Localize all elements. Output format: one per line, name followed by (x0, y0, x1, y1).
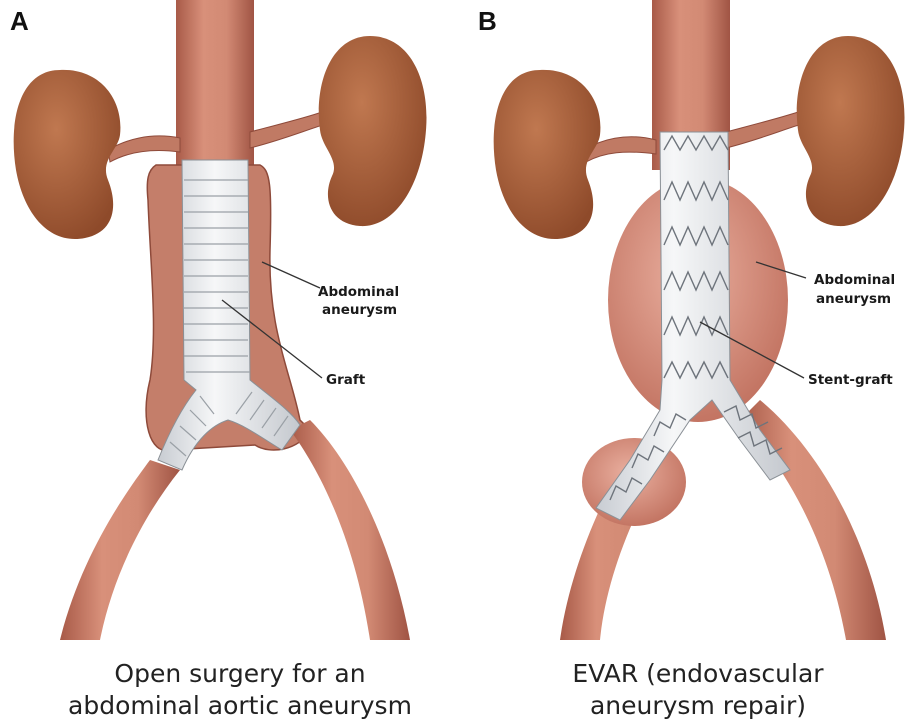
iliac-artery-right (290, 420, 410, 640)
label-b-stent-graft: Stent-graft (808, 372, 893, 388)
aorta-upper (176, 0, 254, 170)
label-a-aneurysm: aneurysm (322, 302, 397, 318)
kidney-right (319, 36, 427, 226)
caption-b-line-1: EVAR (endovascular (478, 658, 915, 690)
renal-artery-right (250, 112, 326, 148)
kidney-left (14, 70, 121, 239)
renal-artery-right (726, 112, 802, 148)
caption-b: EVAR (endovascular aneurysm repair) (478, 658, 915, 722)
label-a-graft: Graft (326, 372, 366, 388)
caption-a-line-1: Open surgery for an (20, 658, 460, 690)
label-a-abdominal: Abdominal (318, 284, 399, 300)
caption-b-line-2: aneurysm repair) (478, 690, 915, 722)
kidney-right (797, 36, 905, 226)
caption-a: Open surgery for an abdominal aortic ane… (20, 658, 460, 722)
panel-a-illustration: Abdominal aneurysm Graft (14, 0, 427, 640)
caption-a-line-2: abdominal aortic aneurysm (20, 690, 460, 722)
label-b-abdominal: Abdominal (814, 272, 895, 288)
panel-b-illustration: Abdominal aneurysm Stent-graft (494, 0, 905, 640)
kidney-left (494, 70, 601, 239)
label-b-aneurysm: aneurysm (816, 291, 891, 307)
renal-artery-left (108, 136, 180, 162)
iliac-artery-left (60, 460, 180, 640)
